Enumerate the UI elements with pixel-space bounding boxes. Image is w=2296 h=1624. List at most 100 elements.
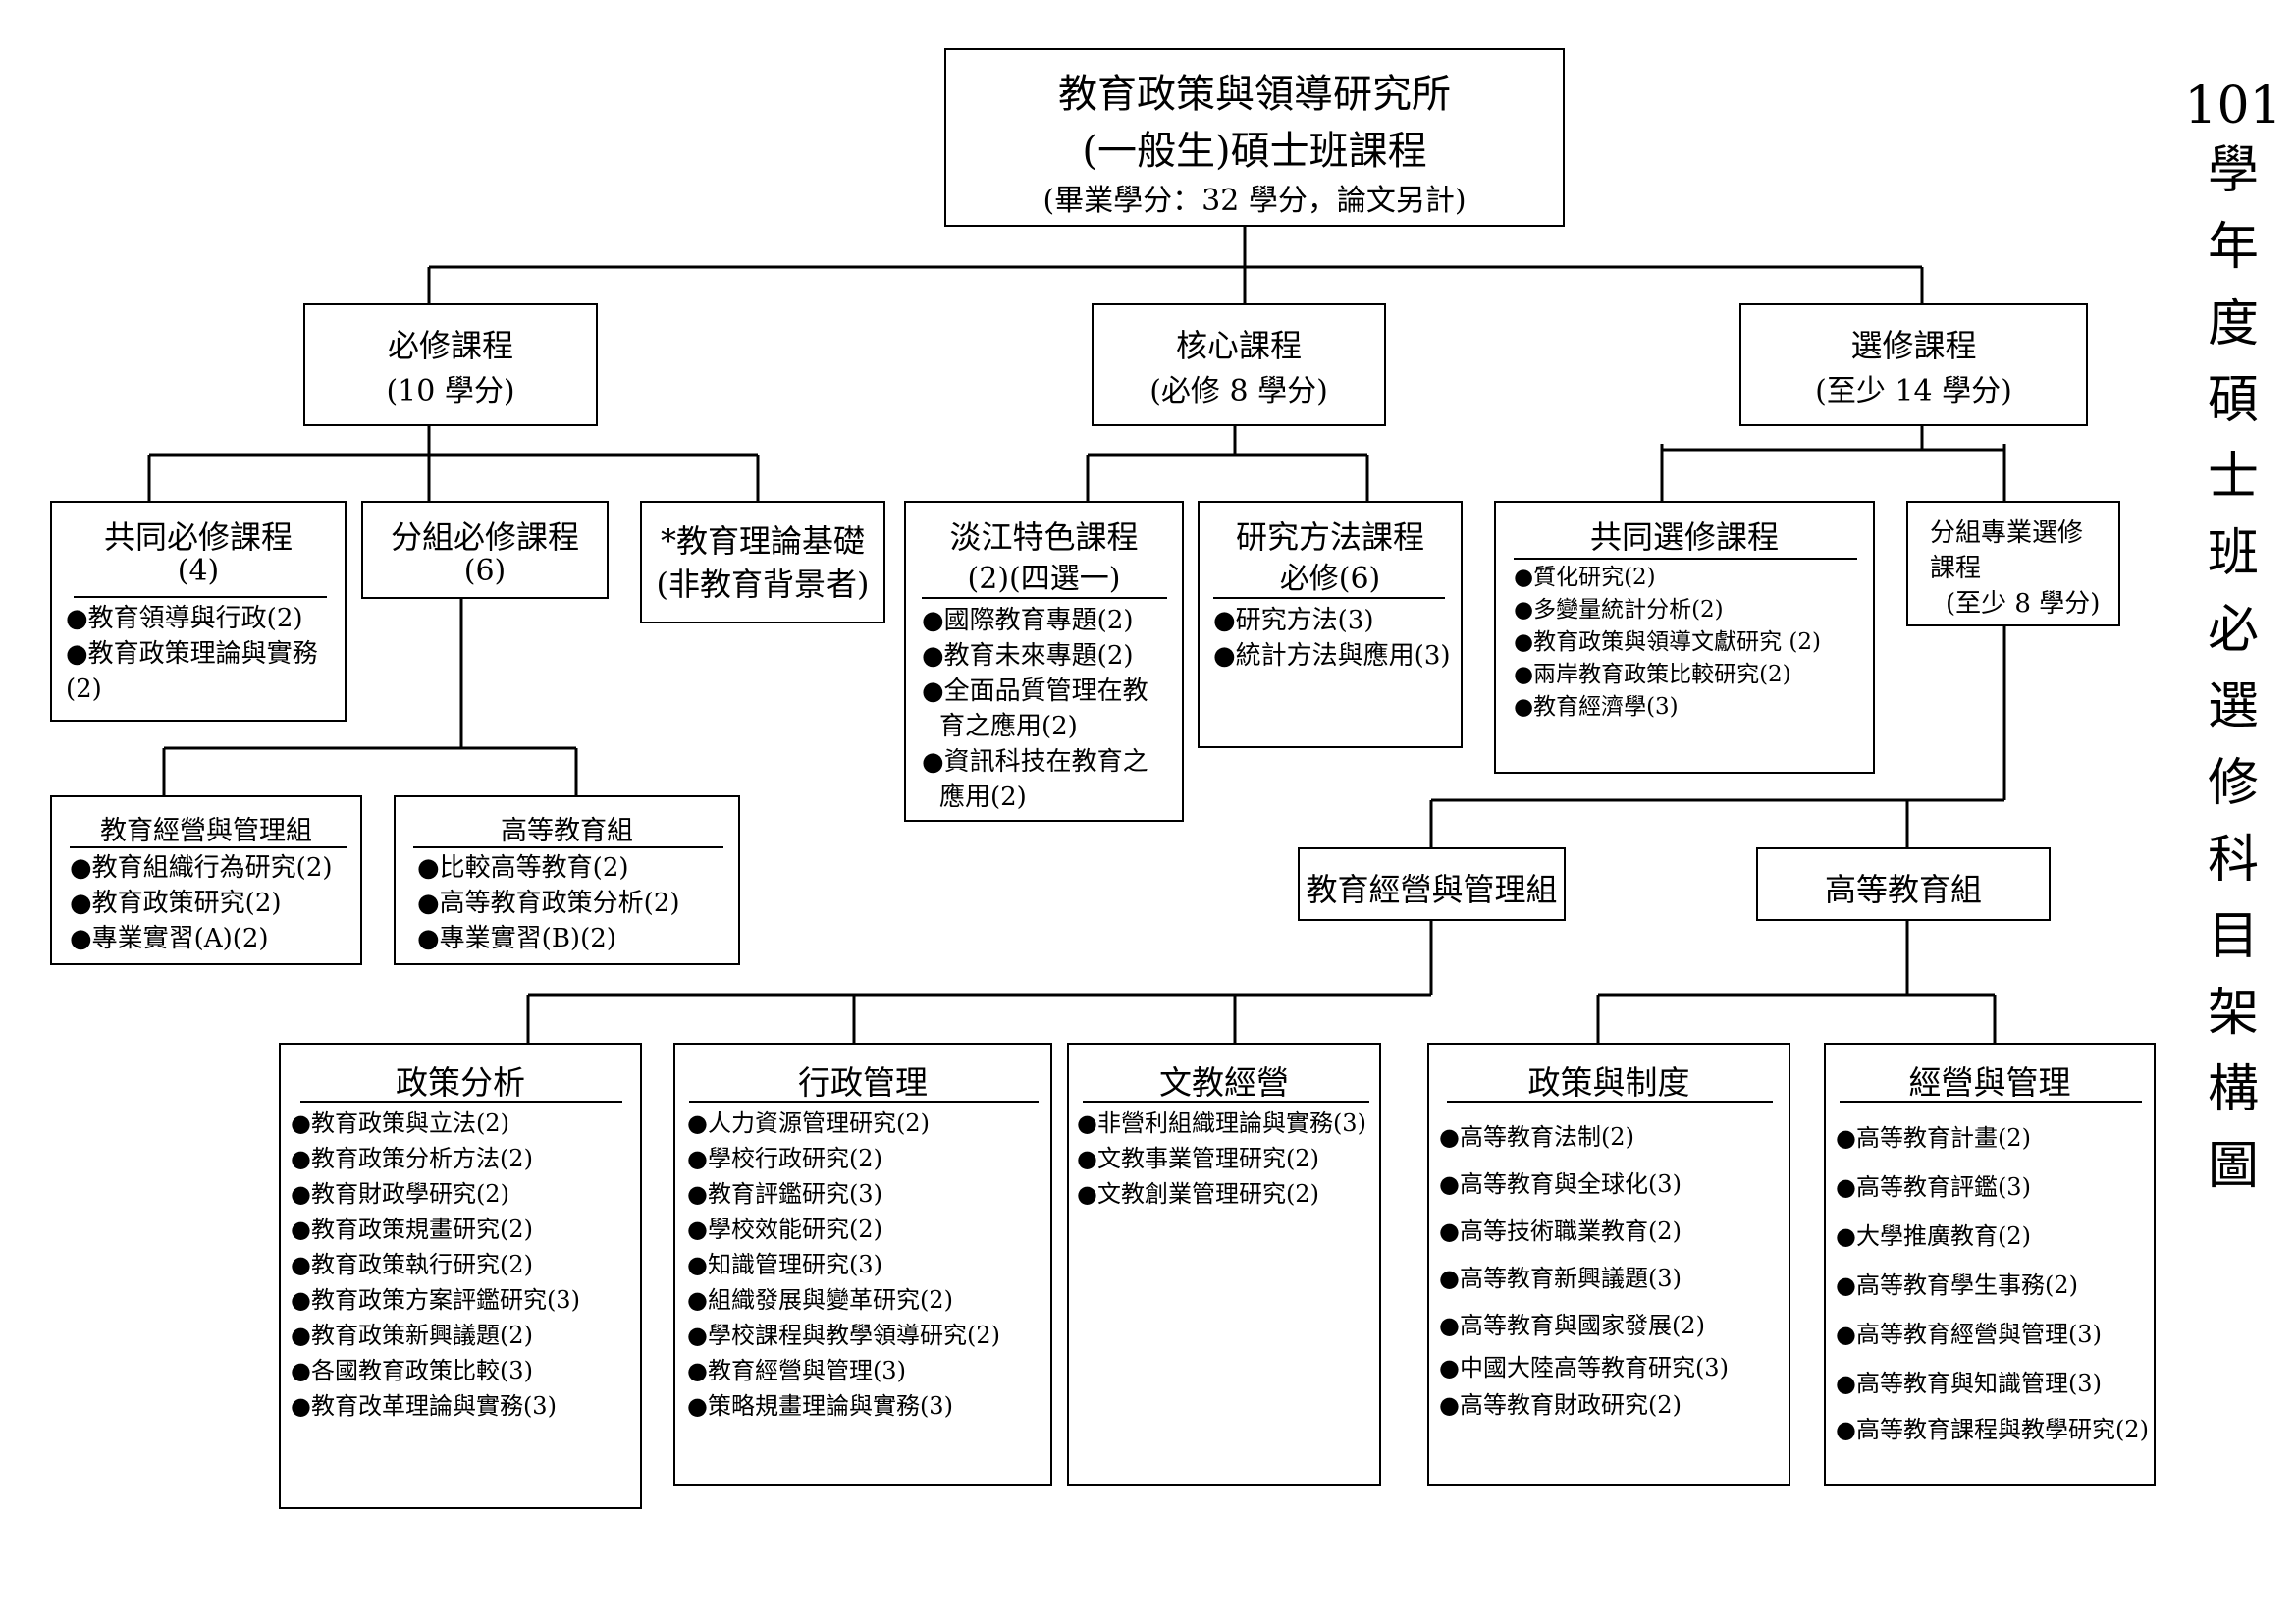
list-item: ●高等教育財政研究(2): [1439, 1391, 1682, 1419]
list-item: ●高等教育與知識管理(3): [1836, 1370, 2102, 1397]
group-required-box: 分組必修課程 (6): [361, 501, 609, 599]
common-elective-box: 共同選修課程 ●質化研究(2) ●多變量統計分析(2) ●教育政策與領導文獻研究…: [1494, 501, 1875, 774]
list-item: ●教育政策執行研究(2): [291, 1251, 533, 1278]
common-elective-divider: [1514, 558, 1857, 560]
vertical-title-char: 圖: [2207, 1137, 2259, 1196]
list-item: ●高等教育學生事務(2): [1836, 1272, 2078, 1299]
list-item: ●各國教育政策比較(3): [291, 1357, 533, 1384]
list-item: ●教育經濟學(3): [1514, 694, 1679, 720]
list-item: ●教育改革理論與實務(3): [291, 1392, 557, 1420]
list-item: ●組織發展與變革研究(2): [687, 1286, 953, 1314]
list-item: ●學校行政研究(2): [687, 1145, 882, 1172]
policy-analysis-divider: [300, 1101, 622, 1103]
list-item: ●高等教育政策分析(2): [417, 889, 680, 918]
common-required-box: 共同必修課程 (4) ●教育領導與行政(2) ●教育政策理論與實務 (2): [50, 501, 347, 722]
group-elective-line1: 分組專業選修: [1930, 518, 2084, 548]
list-item: ●教育政策方案評鑑研究(3): [291, 1286, 580, 1314]
higher-required-title: 高等教育組: [501, 816, 633, 846]
list-item: ●高等教育與全球化(3): [1439, 1170, 1682, 1198]
tamkang-feature-list: ●國際教育專題(2) ●教育未來專題(2) ●全面品質管理在教 育之應用(2) …: [922, 603, 1148, 815]
group-elective-credits: (至少 8 學分): [1946, 589, 2101, 619]
education-theory-title: *教育理論基礎: [660, 522, 865, 560]
group-required-credits: (6): [463, 554, 507, 588]
list-item: ●專業實習(B)(2): [417, 924, 616, 953]
common-elective-list: ●質化研究(2) ●多變量統計分析(2) ●教育政策與領導文獻研究 (2) ●兩…: [1514, 562, 1821, 724]
research-method-credits: 必修(6): [1279, 562, 1381, 596]
list-item: ●策略規畫理論與實務(3): [687, 1392, 953, 1420]
list-item: (2): [66, 675, 102, 704]
common-required-divider: [74, 596, 327, 598]
policy-analysis-box: 政策分析 ●教育政策與立法(2) ●教育政策分析方法(2) ●教育財政學研究(2…: [279, 1043, 642, 1509]
vertical-title-char: 士: [2207, 448, 2259, 507]
common-required-title: 共同必修課程: [103, 518, 293, 556]
core-courses-box: 核心課程 (必修 8 學分): [1092, 303, 1386, 426]
list-item: ●資訊科技在教育之: [922, 747, 1148, 777]
operation-management-divider: [1840, 1101, 2142, 1103]
core-courses-credits: (必修 8 學分): [1149, 374, 1328, 408]
group-required-title: 分組必修課程: [390, 518, 579, 556]
admin-management-list: ●人力資源管理研究(2) ●學校行政研究(2) ●教育評鑑研究(3) ●學校效能…: [687, 1106, 1000, 1424]
list-item: ●研究方法(3): [1213, 606, 1374, 635]
policy-system-box: 政策與制度 ●高等教育法制(2) ●高等教育與全球化(3) ●高等技術職業教育(…: [1427, 1043, 1790, 1486]
vertical-title-year: 101: [2184, 77, 2282, 135]
list-item: ●教育政策與立法(2): [291, 1110, 509, 1137]
vertical-page-title: 101 學 年 度 碩 士 班 必 選 修 科 目 架 構 圖: [2174, 81, 2292, 1218]
tamkang-feature-box: 淡江特色課程 (2)(四選一) ●國際教育專題(2) ●教育未來專題(2) ●全…: [904, 501, 1184, 822]
list-item: ●教育政策研究(2): [70, 889, 282, 918]
list-item: ●高等教育課程與教學研究(2): [1836, 1416, 2149, 1443]
graduation-credits: (畢業學分：32 學分，論文另計): [1042, 184, 1467, 218]
vertical-title-char: 度: [2207, 295, 2259, 353]
mgmt-required-list: ●教育組織行為研究(2) ●教育政策研究(2) ●專業實習(A)(2): [70, 850, 333, 956]
list-item: ●中國大陸高等教育研究(3): [1439, 1354, 1729, 1381]
research-method-box: 研究方法課程 必修(6) ●研究方法(3) ●統計方法與應用(3): [1198, 501, 1463, 748]
list-item: ●文教創業管理研究(2): [1077, 1180, 1319, 1208]
vertical-title-char: 架: [2207, 984, 2259, 1043]
vertical-title-char: 構: [2207, 1060, 2259, 1119]
vertical-title-char: 修: [2207, 754, 2259, 813]
admin-management-box: 行政管理 ●人力資源管理研究(2) ●學校行政研究(2) ●教育評鑑研究(3) …: [673, 1043, 1052, 1486]
research-method-list: ●研究方法(3) ●統計方法與應用(3): [1213, 603, 1451, 674]
common-required-credits: (4): [177, 554, 220, 588]
higher-required-box: 高等教育組 ●比較高等教育(2) ●高等教育政策分析(2) ●專業實習(B)(2…: [394, 795, 740, 965]
core-courses-title: 核心課程: [1175, 327, 1302, 364]
program-title-box: 教育政策與領導研究所 (一般生)碩士班課程 (畢業學分：32 學分，論文另計): [944, 48, 1565, 227]
list-item: ●多變量統計分析(2): [1514, 597, 1724, 623]
list-item: ●國際教育專題(2): [922, 606, 1134, 635]
admin-management-title: 行政管理: [798, 1063, 928, 1102]
mgmt-group-title: 教育經營與管理組: [1306, 871, 1558, 908]
elective-courses-title: 選修課程: [1850, 327, 1977, 364]
list-item: ●兩岸教育政策比較研究(2): [1514, 662, 1791, 687]
list-item: ●高等技術職業教育(2): [1439, 1218, 1682, 1245]
operation-management-box: 經營與管理 ●高等教育計畫(2) ●高等教育評鑑(3) ●大學推廣教育(2) ●…: [1824, 1043, 2156, 1486]
vertical-title-char: 必: [2207, 601, 2259, 660]
list-item: ●高等教育與國家發展(2): [1439, 1312, 1705, 1339]
higher-required-divider: [413, 846, 723, 848]
list-item: ●高等教育經營與管理(3): [1836, 1321, 2102, 1348]
list-item: ●非營利組織理論與實務(3): [1077, 1110, 1366, 1137]
policy-analysis-list: ●教育政策與立法(2) ●教育政策分析方法(2) ●教育財政學研究(2) ●教育…: [291, 1106, 580, 1424]
vertical-title-char: 學: [2207, 141, 2259, 200]
common-required-list: ●教育領導與行政(2) ●教育政策理論與實務 (2): [66, 601, 318, 707]
list-item: ●學校效能研究(2): [687, 1216, 882, 1243]
mgmt-group-box: 教育經營與管理組: [1298, 847, 1566, 921]
list-item: ●教育評鑑研究(3): [687, 1180, 882, 1208]
list-item: ●高等教育評鑑(3): [1836, 1173, 2031, 1201]
common-elective-title: 共同選修課程: [1589, 518, 1779, 556]
list-item: ●教育政策分析方法(2): [291, 1145, 533, 1172]
culture-management-divider: [1083, 1101, 1369, 1103]
elective-courses-credits: (至少 14 學分): [1815, 374, 2012, 408]
vertical-title-char: 班: [2207, 524, 2259, 583]
list-item: ●教育政策規畫研究(2): [291, 1216, 533, 1243]
required-courses-box: 必修課程 (10 學分): [303, 303, 598, 426]
culture-management-box: 文教經營 ●非營利組織理論與實務(3) ●文教事業管理研究(2) ●文教創業管理…: [1067, 1043, 1381, 1486]
required-courses-title: 必修課程: [387, 327, 513, 364]
admin-management-divider: [689, 1101, 1039, 1103]
tamkang-feature-divider: [922, 597, 1167, 599]
group-elective-line2: 課程: [1930, 554, 1982, 583]
list-item: ●專業實習(A)(2): [70, 924, 269, 953]
list-item: ●學校課程與教學領導研究(2): [687, 1322, 1000, 1349]
mgmt-required-divider: [70, 846, 347, 848]
list-item: ●文教事業管理研究(2): [1077, 1145, 1319, 1172]
program-title-line1: 教育政策與領導研究所: [1058, 72, 1451, 117]
